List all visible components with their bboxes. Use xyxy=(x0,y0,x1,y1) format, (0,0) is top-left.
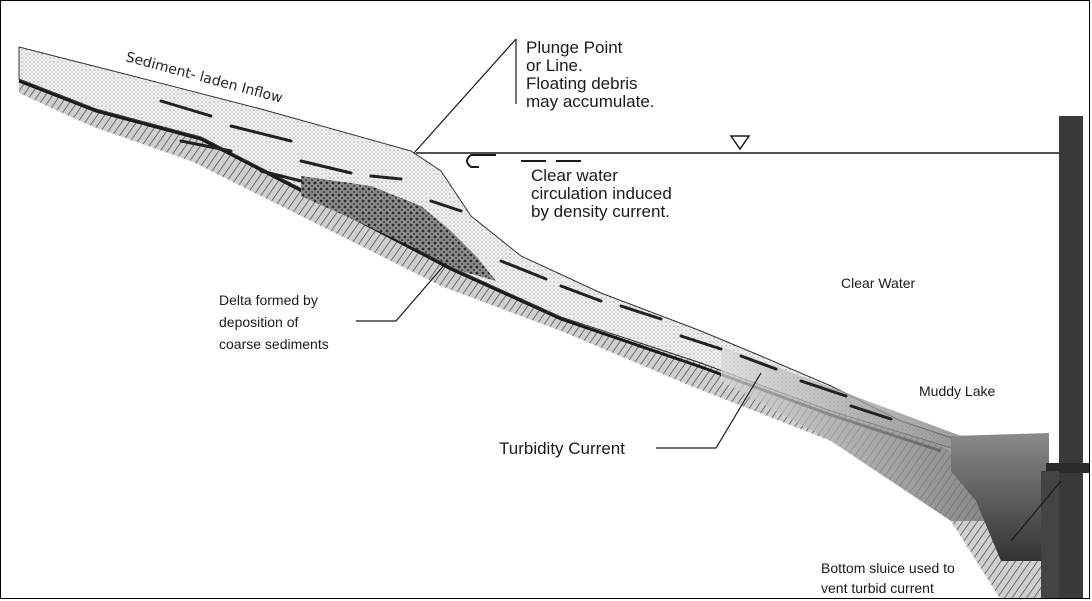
plunge-point-label: Plunge Point or Line. Floating debris ma… xyxy=(526,38,655,111)
clear-circulation-label: Clear water circulation induced by densi… xyxy=(531,166,677,221)
circulation-line-1: Clear water xyxy=(531,166,618,185)
dam-base xyxy=(1041,471,1059,599)
triangle-down-icon xyxy=(731,136,749,149)
plunge-line-2: or Line. xyxy=(526,56,583,75)
plunge-line-1: Plunge Point xyxy=(526,38,623,57)
clear-water-label: Clear Water xyxy=(841,275,916,291)
bottom-sluice-label: Bottom sluice used to vent turbid curren… xyxy=(821,560,959,596)
sluice-line-1: Bottom sluice used to xyxy=(821,560,955,576)
plunge-leader xyxy=(414,39,516,153)
sluice-line-2: vent turbid current xyxy=(821,580,934,596)
delta-line-1: Delta formed by xyxy=(219,292,318,308)
delta-line-2: deposition of xyxy=(219,314,299,330)
turbidity-fade xyxy=(721,346,1001,521)
plunge-line-3: Floating debris xyxy=(526,74,638,93)
turbidity-current-label: Turbidity Current xyxy=(499,439,625,458)
circulation-line-2: circulation induced xyxy=(531,184,672,203)
dam-tower xyxy=(1059,116,1083,599)
arrow-left-icon xyxy=(467,155,496,167)
circulation-line-3: by density current. xyxy=(531,202,670,221)
reservoir-bed xyxy=(19,79,1061,599)
plunge-line-4: may accumulate. xyxy=(526,92,655,111)
delta-line-3: coarse sediments xyxy=(219,336,329,352)
delta-label: Delta formed by deposition of coarse sed… xyxy=(219,292,329,352)
muddy-lake-label: Muddy Lake xyxy=(919,383,995,399)
